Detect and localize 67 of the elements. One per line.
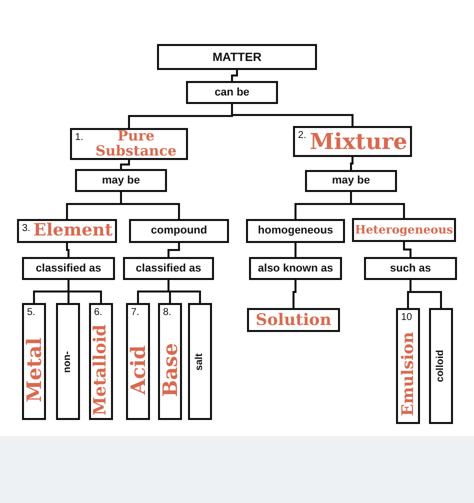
concept-box — [123, 257, 214, 280]
concept-box — [247, 308, 340, 332]
item-number: 5. — [27, 307, 36, 318]
connector-line — [292, 280, 296, 308]
answer-text: Heterogeneous — [354, 224, 454, 236]
concept-label: homogeneous — [256, 226, 334, 236]
answer-text: Element — [32, 222, 114, 240]
concept-box — [364, 257, 457, 280]
concept-label: non- — [63, 350, 73, 372]
item-number: 8. — [163, 307, 172, 318]
answer-text: Solution — [254, 312, 332, 328]
concept-label: also known as — [256, 263, 334, 274]
concept-label: salt — [195, 352, 205, 370]
concept-label: can be — [214, 87, 250, 98]
concept-box — [75, 169, 167, 192]
concept-box — [186, 81, 278, 104]
item-number: 6. — [94, 307, 102, 318]
item-number: 7. — [131, 307, 140, 318]
concept-box — [352, 218, 456, 242]
column-box — [126, 303, 150, 420]
concept-box — [246, 219, 345, 243]
concept-box — [157, 44, 317, 70]
answer-text: Base — [160, 342, 180, 396]
item-number: 10 — [401, 312, 412, 323]
concept-label: classified as — [134, 263, 202, 274]
answer-text: Pure Substance — [94, 129, 178, 159]
column-box — [396, 308, 420, 424]
concept-label: classified as — [34, 263, 102, 274]
answer-text: Mixture — [308, 130, 408, 152]
connector-line — [350, 157, 354, 170]
concept-label: may be — [101, 175, 141, 186]
connector-line — [403, 242, 412, 257]
column-box — [429, 308, 453, 424]
connector-line — [66, 243, 70, 257]
column-box — [22, 303, 46, 420]
concept-box — [17, 219, 117, 243]
connector-line — [294, 243, 296, 257]
concept-label: compound — [150, 226, 208, 236]
item-number: 3. — [22, 223, 30, 234]
concept-box — [305, 170, 397, 192]
column-box — [56, 303, 80, 420]
connector-line — [68, 280, 102, 303]
answer-text: Metal — [24, 337, 44, 402]
concept-label: colloid — [436, 350, 446, 382]
concept-label: such as — [389, 263, 432, 274]
answer-text: Metalloid — [92, 324, 110, 416]
concept-box — [22, 257, 115, 280]
connector-line — [120, 192, 180, 219]
connector-line — [231, 104, 354, 126]
answer-text: Emulsion — [400, 332, 416, 416]
item-number: 1. — [75, 132, 84, 143]
concept-label: MATTER — [211, 51, 263, 63]
connector-line — [231, 70, 238, 81]
concept-box — [249, 257, 342, 280]
concept-label: may be — [331, 176, 371, 186]
answer-text: Acid — [128, 344, 148, 394]
column-box — [158, 303, 182, 420]
column-box — [188, 303, 212, 420]
column-box — [89, 303, 113, 420]
connector-line — [168, 243, 180, 257]
connector-line — [350, 192, 405, 218]
connector-line — [120, 160, 130, 169]
item-number: 2. — [298, 130, 306, 141]
concept-box — [129, 219, 229, 243]
connector-line — [410, 280, 442, 308]
concept-box — [70, 128, 188, 160]
concept-box — [293, 126, 412, 157]
